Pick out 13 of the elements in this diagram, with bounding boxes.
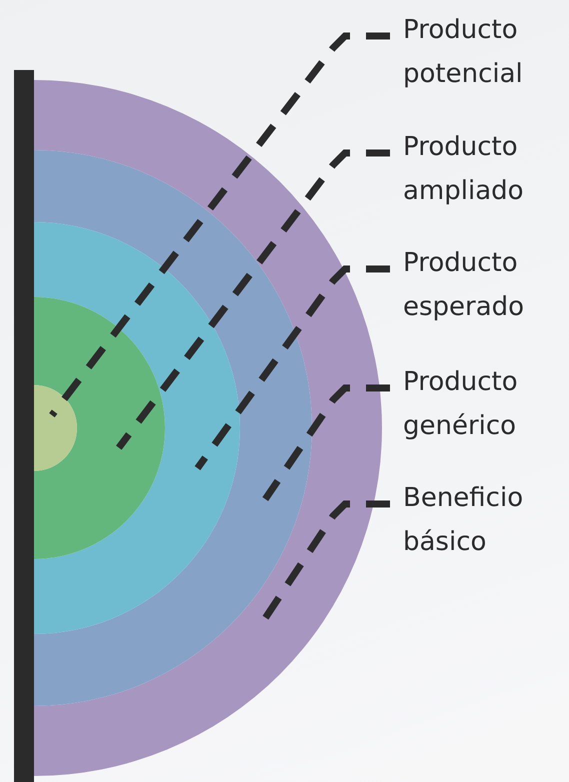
leader-line <box>194 266 390 470</box>
layer-label: Beneficio básico <box>403 482 524 559</box>
layer-label: Producto ampliado <box>403 131 525 208</box>
leader-line <box>116 150 390 450</box>
layer-label: Producto potencial <box>403 14 524 91</box>
half-ring <box>34 150 312 706</box>
leader-line <box>49 32 390 418</box>
vertical-bar <box>14 70 34 782</box>
half-ring <box>34 222 240 634</box>
layer-label: Producto esperado <box>403 247 526 324</box>
half-ring <box>34 80 382 776</box>
layer-label: Producto genérico <box>403 366 519 443</box>
half-ring <box>34 297 165 559</box>
